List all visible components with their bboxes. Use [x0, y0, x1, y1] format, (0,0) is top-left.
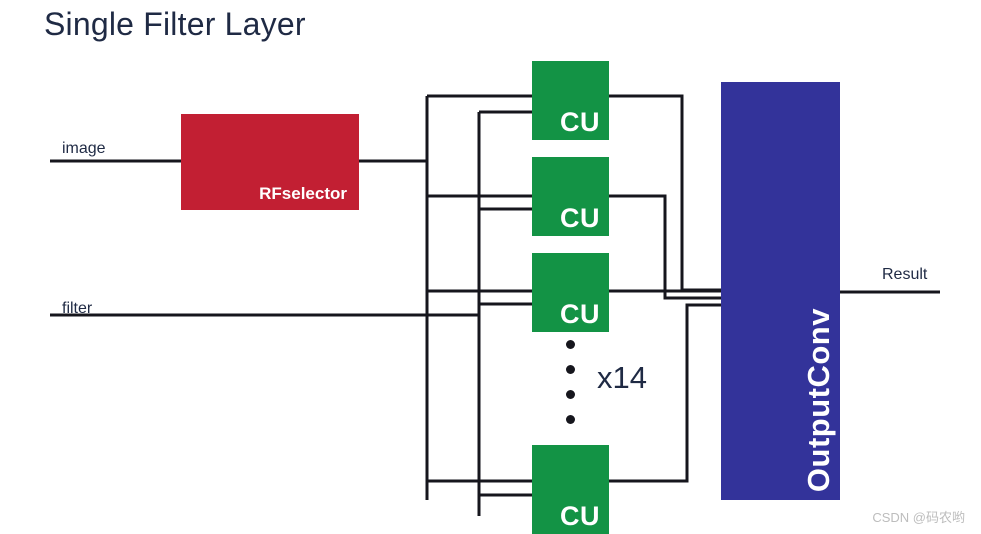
ellipsis-dot: [566, 340, 575, 349]
repeat-count-label: x14: [597, 360, 647, 395]
edge-label-filter: filter: [62, 300, 93, 317]
edge-label-image: image: [62, 140, 106, 157]
node-cu-3[interactable]: CU: [532, 253, 609, 332]
node-rfselector[interactable]: RFselector: [181, 114, 359, 210]
page-title: Single Filter Layer: [44, 6, 306, 42]
ellipsis-dot: [566, 365, 575, 374]
node-rfselector-label: RFselector: [259, 184, 347, 203]
ellipsis-dot: [566, 390, 575, 399]
watermark-label: CSDN @码农哟: [872, 510, 965, 525]
vertical-ellipsis-icon: [566, 340, 580, 424]
node-cu-4[interactable]: CU: [532, 445, 609, 534]
node-cu-1-label: CU: [560, 107, 600, 137]
node-cu-2-label: CU: [560, 203, 600, 233]
node-cu-4-label: CU: [560, 501, 600, 531]
node-cu-3-label: CU: [560, 299, 600, 329]
node-cu-2[interactable]: CU: [532, 157, 609, 236]
node-outputconv[interactable]: OutputConv: [721, 82, 840, 500]
wire-cu-2-to-outputconv: [609, 194, 721, 300]
edge-label-result: Result: [882, 266, 928, 283]
wire-cu-4-to-outputconv: [609, 303, 721, 483]
ellipsis-dot: [566, 415, 575, 424]
node-cu-1[interactable]: CU: [532, 61, 609, 140]
node-outputconv-label: OutputConv: [801, 307, 836, 492]
